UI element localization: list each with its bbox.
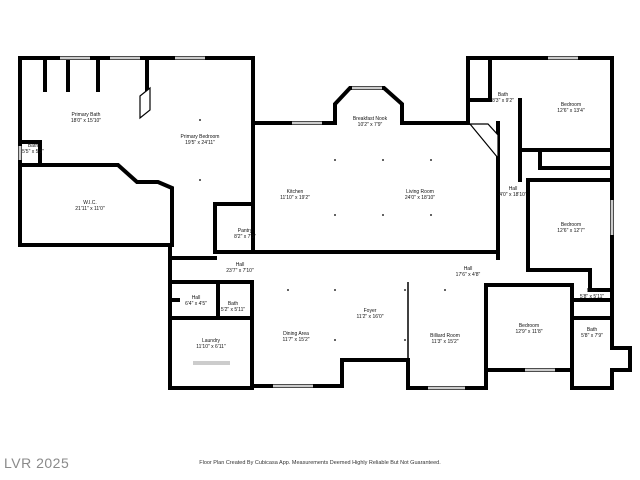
bedroom-top-name: Bedroom	[561, 102, 581, 108]
bedroom-mid-name: Bedroom	[561, 222, 581, 228]
bedroom-top-dim: 12'6" x 13'4"	[557, 108, 585, 114]
hall-center-dim: 23'7" x 7'10"	[226, 268, 254, 274]
bedroom-low-name: Bedroom	[519, 323, 539, 329]
bath-top-dim: 8'3" x 9'2"	[492, 98, 514, 104]
billiard-dim: 11'3" x 15'2"	[431, 339, 458, 345]
living-room-name: Living Room	[406, 189, 434, 195]
hall-right-name: Hall	[509, 186, 518, 192]
disclaimer-text: Floor Plan Created By Cubicasa App. Meas…	[199, 460, 441, 466]
kitchen-dim: 11'10" x 19'2"	[280, 195, 310, 201]
room-labels: Primary Bath 18'0" x 15'10" Primary Bedr…	[22, 92, 604, 350]
bath-left-name: Bath	[28, 143, 39, 149]
bedroom-low-dim: 12'9" x 11'8"	[515, 329, 542, 335]
bath-r2-name: Bath	[587, 327, 598, 333]
hall-right-dim: 4'0" x 18'10"	[499, 192, 527, 198]
dining-name: Dining Area	[283, 331, 309, 337]
foyer-dim: 11'2" x 16'0"	[356, 314, 383, 320]
primary-bedroom-name: Primary Bedroom	[181, 134, 220, 140]
fixtures	[139, 86, 499, 252]
foyer-name: Foyer	[364, 308, 377, 314]
bath-small-dim: 5'2" x 5'11"	[221, 307, 245, 313]
wic-name: W.I.C.	[83, 200, 97, 206]
kitchen-name: Kitchen	[287, 189, 304, 195]
bath-r2-dim: 5'8" x 7'9"	[581, 333, 603, 339]
interior-walls	[18, 56, 614, 390]
bath-r1-name: Bath	[587, 288, 598, 294]
bath-left-dim: 5'5" x 5'3"	[22, 149, 44, 155]
dining-dim: 11'7" x 15'2"	[282, 337, 309, 343]
billiard-name: Billiard Room	[430, 333, 460, 339]
pantry-dim: 8'2" x 7'3"	[234, 234, 256, 240]
living-room-dim: 24'0" x 18'10"	[405, 195, 435, 201]
hall-small-name: Hall	[192, 295, 201, 301]
watermark-text: LVR 2025	[4, 455, 70, 471]
laundry-name: Laundry	[202, 338, 221, 344]
primary-bath-name: Primary Bath	[72, 112, 101, 118]
breakfast-nook-dim: 10'2" x 7'9"	[358, 122, 383, 128]
hall-east-name: Hall	[464, 266, 473, 272]
windows	[18, 56, 614, 390]
hall-small-dim: 6'4" x 4'5"	[185, 301, 207, 307]
breakfast-nook-name: Breakfast Nook	[353, 116, 388, 122]
primary-bath-dim: 18'0" x 15'10"	[71, 118, 101, 124]
laundry-dim: 11'10" x 6'11"	[196, 344, 226, 350]
ceiling-dots	[199, 119, 446, 341]
exterior-walls	[18, 56, 632, 390]
bath-top-name: Bath	[498, 92, 509, 98]
hall-center-name: Hall	[236, 262, 245, 268]
bath-small-name: Bath	[228, 301, 239, 307]
primary-bedroom-dim: 19'5" x 24'11"	[185, 140, 215, 146]
bath-r1-dim: 5'8" x 5'11"	[580, 294, 604, 300]
bedroom-mid-dim: 12'6" x 12'7"	[557, 228, 585, 234]
hall-east-dim: 17'6" x 4'8"	[456, 272, 481, 278]
wic-dim: 21'11" x 11'0"	[75, 206, 105, 212]
pantry-name: Pantry	[238, 228, 253, 234]
